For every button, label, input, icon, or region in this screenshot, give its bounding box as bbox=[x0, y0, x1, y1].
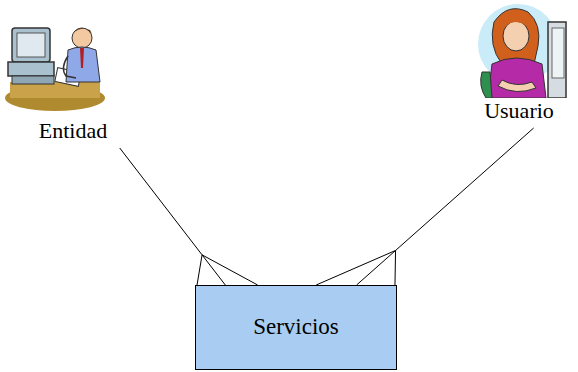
actor-figure: Entidad bbox=[0, 20, 146, 146]
box-label: Servicios bbox=[253, 314, 339, 340]
service-box: Servicios bbox=[195, 285, 397, 370]
actor-label: Entidad bbox=[0, 118, 146, 143]
user-clipart bbox=[458, 2, 568, 98]
actor-figure: Usuario bbox=[458, 2, 578, 126]
connector bbox=[316, 128, 533, 285]
office-worker-clipart bbox=[0, 20, 130, 120]
connector bbox=[120, 148, 258, 285]
actor-label: Usuario bbox=[458, 98, 578, 123]
